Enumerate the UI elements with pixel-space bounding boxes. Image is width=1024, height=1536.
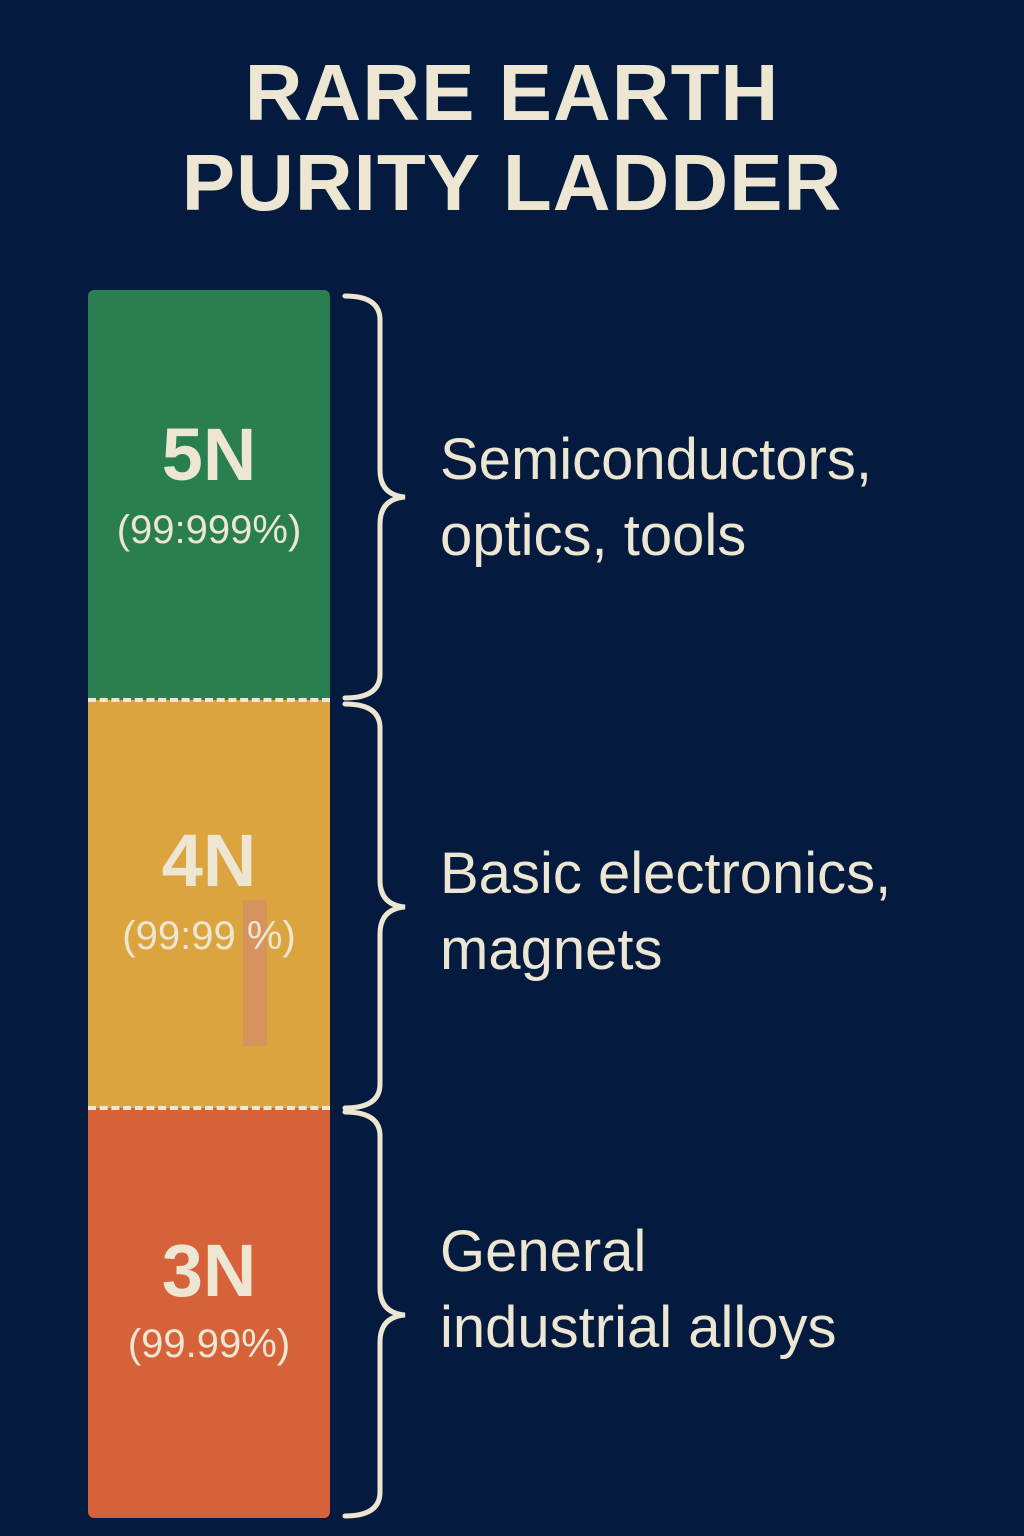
tier-code: 5N [161,413,257,496]
tier-purity: (99:99 %) [122,914,296,958]
tier-3n: 3N (99.99%) [88,1108,330,1518]
brace-3n [342,1109,406,1519]
tier-code: 4N [161,819,257,902]
application-4n: Basic electronics, magnets [440,836,891,988]
application-line: magnets [440,917,663,982]
application-line: General [440,1219,647,1284]
tier-code: 3N [161,1229,257,1312]
tier-divider [88,1106,330,1110]
application-line: Semiconductors, [440,427,872,492]
title-line-1: RARE EARTH [244,48,780,137]
brace-5n [342,293,406,701]
tier-5n: 5N (99:999%) [88,290,330,700]
application-3n: General industrial alloys [440,1214,837,1366]
brace-4n [342,701,406,1111]
application-line: industrial alloys [440,1295,837,1360]
title-line-2: PURITY LADDER [181,138,843,227]
application-5n: Semiconductors, optics, tools [440,422,872,574]
application-line: Basic electronics, [440,841,892,906]
tier-divider [88,698,330,702]
artifact-mark [243,900,267,1046]
application-line: optics, tools [440,503,747,568]
tier-purity: (99:999%) [116,508,302,552]
tier-purity: (99.99%) [127,1322,291,1366]
purity-ladder-bar: 5N (99:999%) 4N (99:99 %) 3N (99.99%) [88,290,330,1518]
tier-4n: 4N (99:99 %) [88,700,330,1108]
